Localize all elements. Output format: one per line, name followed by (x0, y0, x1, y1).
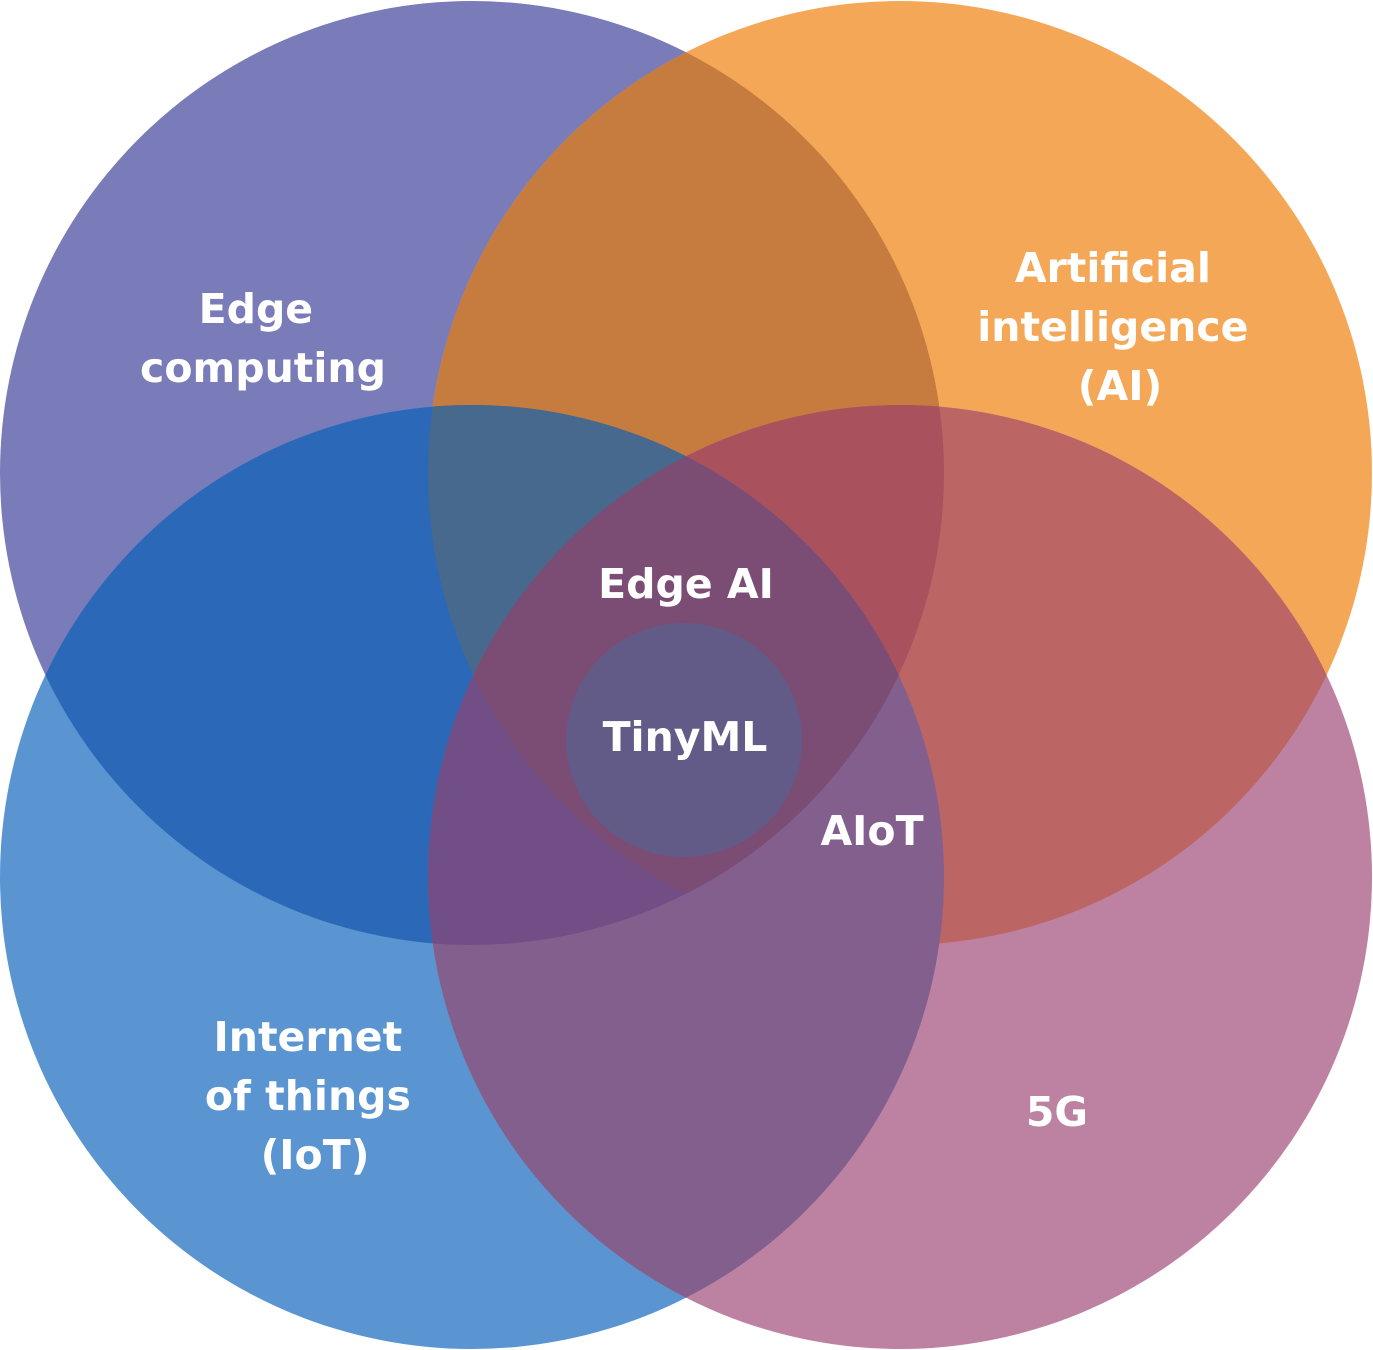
label-edge-computing: Edge computing (140, 285, 386, 392)
label-aiot: AIoT (820, 807, 923, 855)
label-artificial-intelligence: Artificial intelligence (AI) (977, 244, 1263, 410)
center-tinyml-ellipse (566, 623, 802, 857)
label-internet-of-things: Internet of things (IoT) (205, 1013, 425, 1179)
label-tinyml: TinyML (603, 713, 768, 761)
label-edge-ai: Edge AI (598, 560, 774, 608)
label-5g: 5G (1026, 1088, 1088, 1136)
